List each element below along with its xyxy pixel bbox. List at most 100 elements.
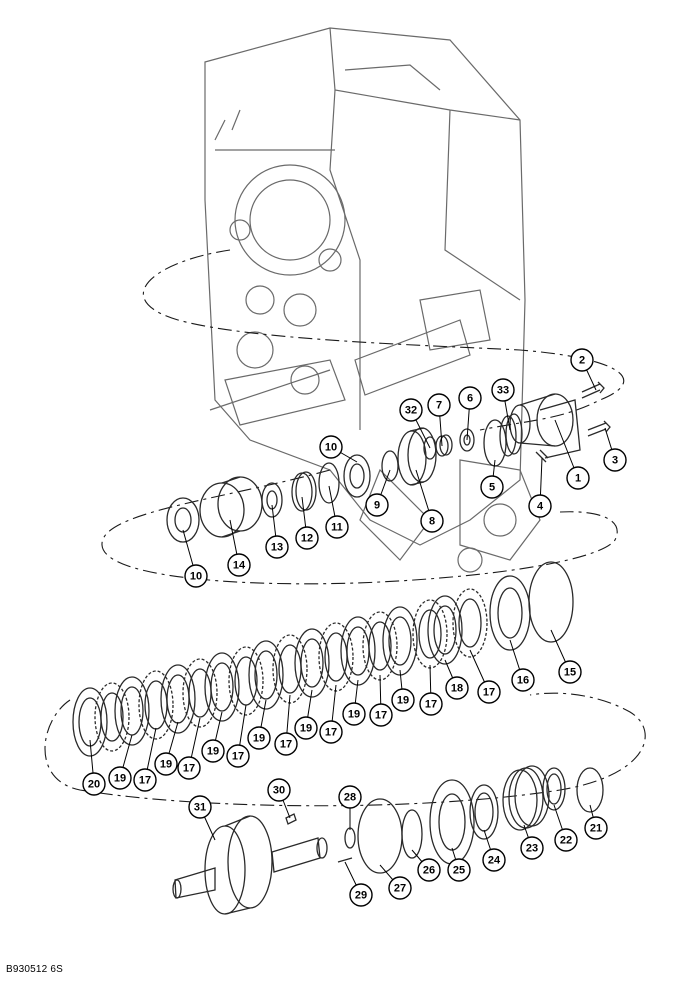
callout-number: 26 xyxy=(423,865,435,877)
friction-disc xyxy=(272,634,308,704)
callout-15: 15 xyxy=(558,660,582,684)
callout-19: 19 xyxy=(391,688,415,712)
callout-19: 19 xyxy=(294,716,318,740)
part-1-retainer xyxy=(509,393,581,459)
callout-number: 19 xyxy=(253,733,265,745)
callout-number: 19 xyxy=(300,723,312,735)
callout-17: 17 xyxy=(419,692,443,716)
callout-28: 28 xyxy=(338,785,362,809)
callout-number: 19 xyxy=(160,759,172,771)
part-3-bolt xyxy=(587,420,611,437)
callout-number: 16 xyxy=(517,675,529,687)
callout-12: 12 xyxy=(295,526,319,550)
callout-number: 17 xyxy=(325,727,337,739)
callout-14: 14 xyxy=(227,553,251,577)
callout-number: 4 xyxy=(537,501,544,513)
callout-number: 21 xyxy=(590,823,602,835)
callout-8: 8 xyxy=(420,509,444,533)
part-2-bolt xyxy=(581,381,605,399)
part-4-pin xyxy=(535,449,549,463)
part-22-ring xyxy=(542,767,566,811)
part-31-clutch-hub-shaft xyxy=(172,815,328,915)
callout-33: 33 xyxy=(491,378,515,402)
callout-number: 30 xyxy=(273,785,285,797)
callout-9: 9 xyxy=(365,493,389,517)
callout-number: 12 xyxy=(301,533,313,545)
callout-19: 19 xyxy=(108,766,132,790)
steel-disc xyxy=(72,687,108,757)
callout-number: 28 xyxy=(344,792,356,804)
part-12-spacer xyxy=(291,471,317,512)
callout-number: 17 xyxy=(483,687,495,699)
callout-number: 2 xyxy=(579,355,585,367)
part-30-plug xyxy=(285,813,297,825)
callout-20: 20 xyxy=(82,772,106,796)
steel-disc xyxy=(382,606,418,676)
callout-7: 7 xyxy=(427,393,451,417)
callout-10: 10 xyxy=(319,435,343,459)
callout-number: 27 xyxy=(394,883,406,895)
callout-number: 17 xyxy=(183,763,195,775)
part-21-ring xyxy=(576,767,604,813)
callout-18: 18 xyxy=(445,676,469,700)
callout-number: 23 xyxy=(526,843,538,855)
callout-number: 19 xyxy=(348,709,360,721)
callout-2: 2 xyxy=(570,348,594,372)
part-8-gear xyxy=(397,427,437,486)
part-27-seal xyxy=(357,798,403,874)
callout-number: 19 xyxy=(114,773,126,785)
callout-22: 22 xyxy=(554,828,578,852)
part-14-clutch-drum xyxy=(199,476,263,538)
callout-number: 7 xyxy=(436,400,442,412)
friction-disc xyxy=(362,611,398,681)
upper-shaft-parts xyxy=(166,381,611,543)
part-10-bearing-upper xyxy=(343,454,371,498)
part-5-ring xyxy=(483,419,507,467)
callout-number: 17 xyxy=(375,710,387,722)
callout-number: 8 xyxy=(429,516,435,528)
callout-25: 25 xyxy=(447,858,471,882)
callout-number: 33 xyxy=(497,385,509,397)
callout-number: 17 xyxy=(280,739,292,751)
part-16-backing-plate xyxy=(489,575,531,651)
callout-16: 16 xyxy=(511,668,535,692)
callout-number: 19 xyxy=(207,746,219,758)
callout-number: 1 xyxy=(575,473,581,485)
part-9-washer xyxy=(381,450,399,482)
callout-number: 17 xyxy=(425,699,437,711)
callout-31: 31 xyxy=(188,795,212,819)
callout-number: 22 xyxy=(560,835,572,847)
callout-number: 11 xyxy=(331,522,343,534)
callout-1: 1 xyxy=(566,466,590,490)
callout-number: 3 xyxy=(612,455,618,467)
part-25-piston xyxy=(429,779,475,865)
callout-number: 13 xyxy=(271,542,283,554)
callout-labels: 1234567323389101112131410151617181719171… xyxy=(82,348,627,907)
callout-19: 19 xyxy=(201,739,225,763)
callout-number: 31 xyxy=(194,802,206,814)
leader-lines xyxy=(89,359,616,896)
steel-disc xyxy=(427,595,463,665)
callout-17: 17 xyxy=(369,703,393,727)
part-10-bearing-lower xyxy=(166,497,200,543)
callout-number: 19 xyxy=(397,695,409,707)
callout-number: 29 xyxy=(355,890,367,902)
callout-number: 17 xyxy=(232,751,244,763)
callout-4: 4 xyxy=(528,494,552,518)
friction-disc xyxy=(452,588,488,658)
callout-5: 5 xyxy=(480,475,504,499)
callout-21: 21 xyxy=(584,816,608,840)
callout-number: 9 xyxy=(374,500,380,512)
callout-19: 19 xyxy=(154,752,178,776)
friction-disc xyxy=(318,622,354,692)
part-33-spacer xyxy=(499,413,523,457)
steel-disc xyxy=(248,640,284,710)
callout-number: 10 xyxy=(325,442,337,454)
callout-3: 3 xyxy=(603,448,627,472)
callout-6: 6 xyxy=(458,386,482,410)
part-29-pin xyxy=(337,857,353,863)
callout-17: 17 xyxy=(319,720,343,744)
figure-code: B930512 6S xyxy=(6,964,64,975)
callout-23: 23 xyxy=(520,836,544,860)
